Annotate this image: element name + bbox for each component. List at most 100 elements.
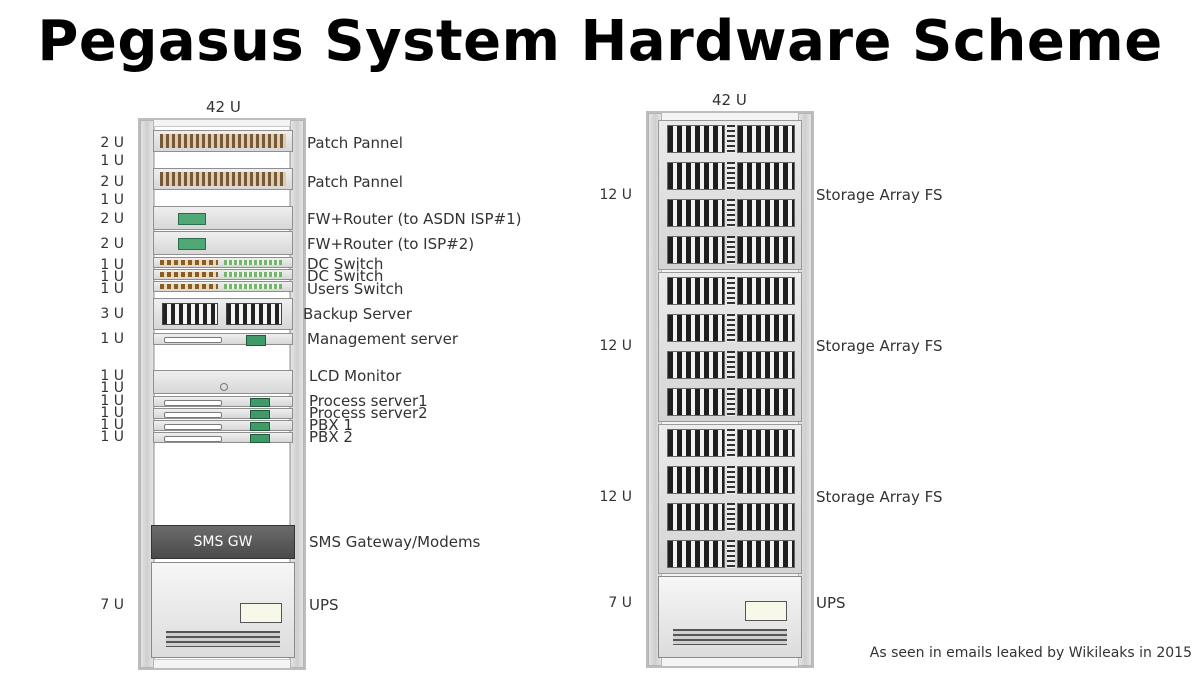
patch-panel-icon bbox=[160, 134, 286, 148]
unit-label: 1 U bbox=[100, 257, 124, 273]
switch-icon bbox=[160, 284, 218, 289]
rack-1-capacity: 42 U bbox=[206, 98, 241, 116]
unit-label: 2 U bbox=[100, 211, 124, 227]
storage-array-icon bbox=[667, 351, 795, 379]
unit-label: 1 U bbox=[100, 269, 124, 285]
unit-label: 12 U bbox=[599, 338, 632, 354]
storage-array-icon bbox=[667, 388, 795, 416]
storage-array-2 bbox=[658, 272, 802, 422]
unit-label: 3 U bbox=[100, 306, 124, 322]
device-label: Storage Array FS bbox=[816, 488, 943, 506]
storage-array-icon bbox=[667, 540, 795, 568]
ups-2 bbox=[658, 576, 802, 658]
status-led-icon bbox=[250, 410, 270, 419]
unit-label: 1 U bbox=[100, 417, 124, 433]
storage-array-icon bbox=[667, 314, 795, 342]
fw-router-2 bbox=[153, 231, 293, 255]
device-label: DC Switch bbox=[307, 267, 384, 285]
device-label: Patch Pannel bbox=[307, 173, 403, 191]
unit-label: 2 U bbox=[100, 174, 124, 190]
switch-port-icon bbox=[224, 260, 282, 265]
unit-label: 2 U bbox=[100, 236, 124, 252]
users-switch bbox=[153, 281, 293, 292]
unit-label: 12 U bbox=[599, 489, 632, 505]
drive-slot-icon bbox=[164, 337, 222, 343]
management-server bbox=[153, 333, 293, 346]
device-label: UPS bbox=[309, 596, 339, 614]
unit-label: 7 U bbox=[100, 597, 124, 613]
device-label: Backup Server bbox=[303, 305, 412, 323]
unit-label: 1 U bbox=[100, 281, 124, 297]
switch-icon bbox=[160, 272, 218, 277]
server-icon bbox=[226, 303, 282, 325]
unit-label: 1 U bbox=[100, 153, 124, 169]
device-label: SMS Gateway/Modems bbox=[309, 533, 481, 551]
device-label: FW+Router (to ASDN ISP#1) bbox=[307, 210, 522, 228]
dc-switch-2 bbox=[153, 269, 293, 280]
pbx-2 bbox=[153, 432, 293, 443]
unit-label: 1 U bbox=[100, 380, 124, 396]
device-label: UPS bbox=[816, 594, 846, 612]
storage-array-1 bbox=[658, 120, 802, 270]
lcd-monitor bbox=[153, 370, 293, 394]
ups-1 bbox=[151, 562, 295, 658]
backup-server bbox=[153, 298, 293, 330]
status-led-icon bbox=[250, 422, 270, 431]
storage-array-icon bbox=[667, 277, 795, 305]
patch-panel-2 bbox=[153, 168, 293, 190]
status-led-icon bbox=[250, 398, 270, 407]
unit-label: 1 U bbox=[100, 331, 124, 347]
storage-array-icon bbox=[667, 125, 795, 153]
device-label: Process server2 bbox=[309, 404, 428, 422]
device-label: Process server1 bbox=[309, 392, 428, 410]
patch-panel-icon bbox=[160, 172, 286, 186]
switch-port-icon bbox=[224, 284, 282, 289]
unit-label: 1 U bbox=[100, 405, 124, 421]
storage-array-icon bbox=[667, 503, 795, 531]
status-led-icon bbox=[246, 335, 266, 346]
drive-slot-icon bbox=[164, 424, 222, 430]
ups-icon bbox=[240, 603, 282, 623]
device-label: FW+Router (to ISP#2) bbox=[307, 235, 475, 253]
ups-icon bbox=[745, 601, 787, 621]
unit-label: 2 U bbox=[100, 135, 124, 151]
unit-label: 1 U bbox=[100, 368, 124, 384]
patch-panel-1 bbox=[153, 130, 293, 152]
firewall-router-icon bbox=[178, 238, 206, 250]
storage-array-icon bbox=[667, 162, 795, 190]
server-icon bbox=[162, 303, 218, 325]
process-server-2 bbox=[153, 408, 293, 419]
storage-array-3 bbox=[658, 424, 802, 574]
dc-switch-1 bbox=[153, 257, 293, 268]
unit-label: 1 U bbox=[100, 192, 124, 208]
device-label: Users Switch bbox=[307, 280, 404, 298]
drive-slot-icon bbox=[164, 400, 222, 406]
page-title: Pegasus System Hardware Scheme bbox=[37, 9, 1163, 74]
rack-2-capacity: 42 U bbox=[712, 91, 747, 109]
drive-slot-icon bbox=[164, 436, 222, 442]
status-led-icon bbox=[250, 434, 270, 443]
storage-array-icon bbox=[667, 199, 795, 227]
device-label: LCD Monitor bbox=[309, 367, 402, 385]
device-label: PBX 2 bbox=[309, 428, 353, 446]
switch-port-icon bbox=[224, 272, 282, 277]
storage-array-icon bbox=[667, 429, 795, 457]
device-label: Storage Array FS bbox=[816, 186, 943, 204]
monitor-button-icon bbox=[220, 383, 228, 391]
drive-slot-icon bbox=[164, 412, 222, 418]
firewall-router-icon bbox=[178, 213, 206, 225]
switch-icon bbox=[160, 260, 218, 265]
device-label: Storage Array FS bbox=[816, 337, 943, 355]
process-server-1 bbox=[153, 396, 293, 407]
fw-router-1 bbox=[153, 206, 293, 230]
unit-label: 7 U bbox=[608, 595, 632, 611]
unit-label: 1 U bbox=[100, 429, 124, 445]
pbx-1 bbox=[153, 420, 293, 431]
vent-grille bbox=[166, 631, 280, 647]
source-caption: As seen in emails leaked by Wikileaks in… bbox=[869, 645, 1192, 661]
device-label: DC Switch bbox=[307, 255, 384, 273]
unit-label: 1 U bbox=[100, 393, 124, 409]
device-label: Management server bbox=[307, 330, 459, 348]
storage-array-icon bbox=[667, 466, 795, 494]
sms-gateway: SMS GW bbox=[151, 525, 295, 559]
